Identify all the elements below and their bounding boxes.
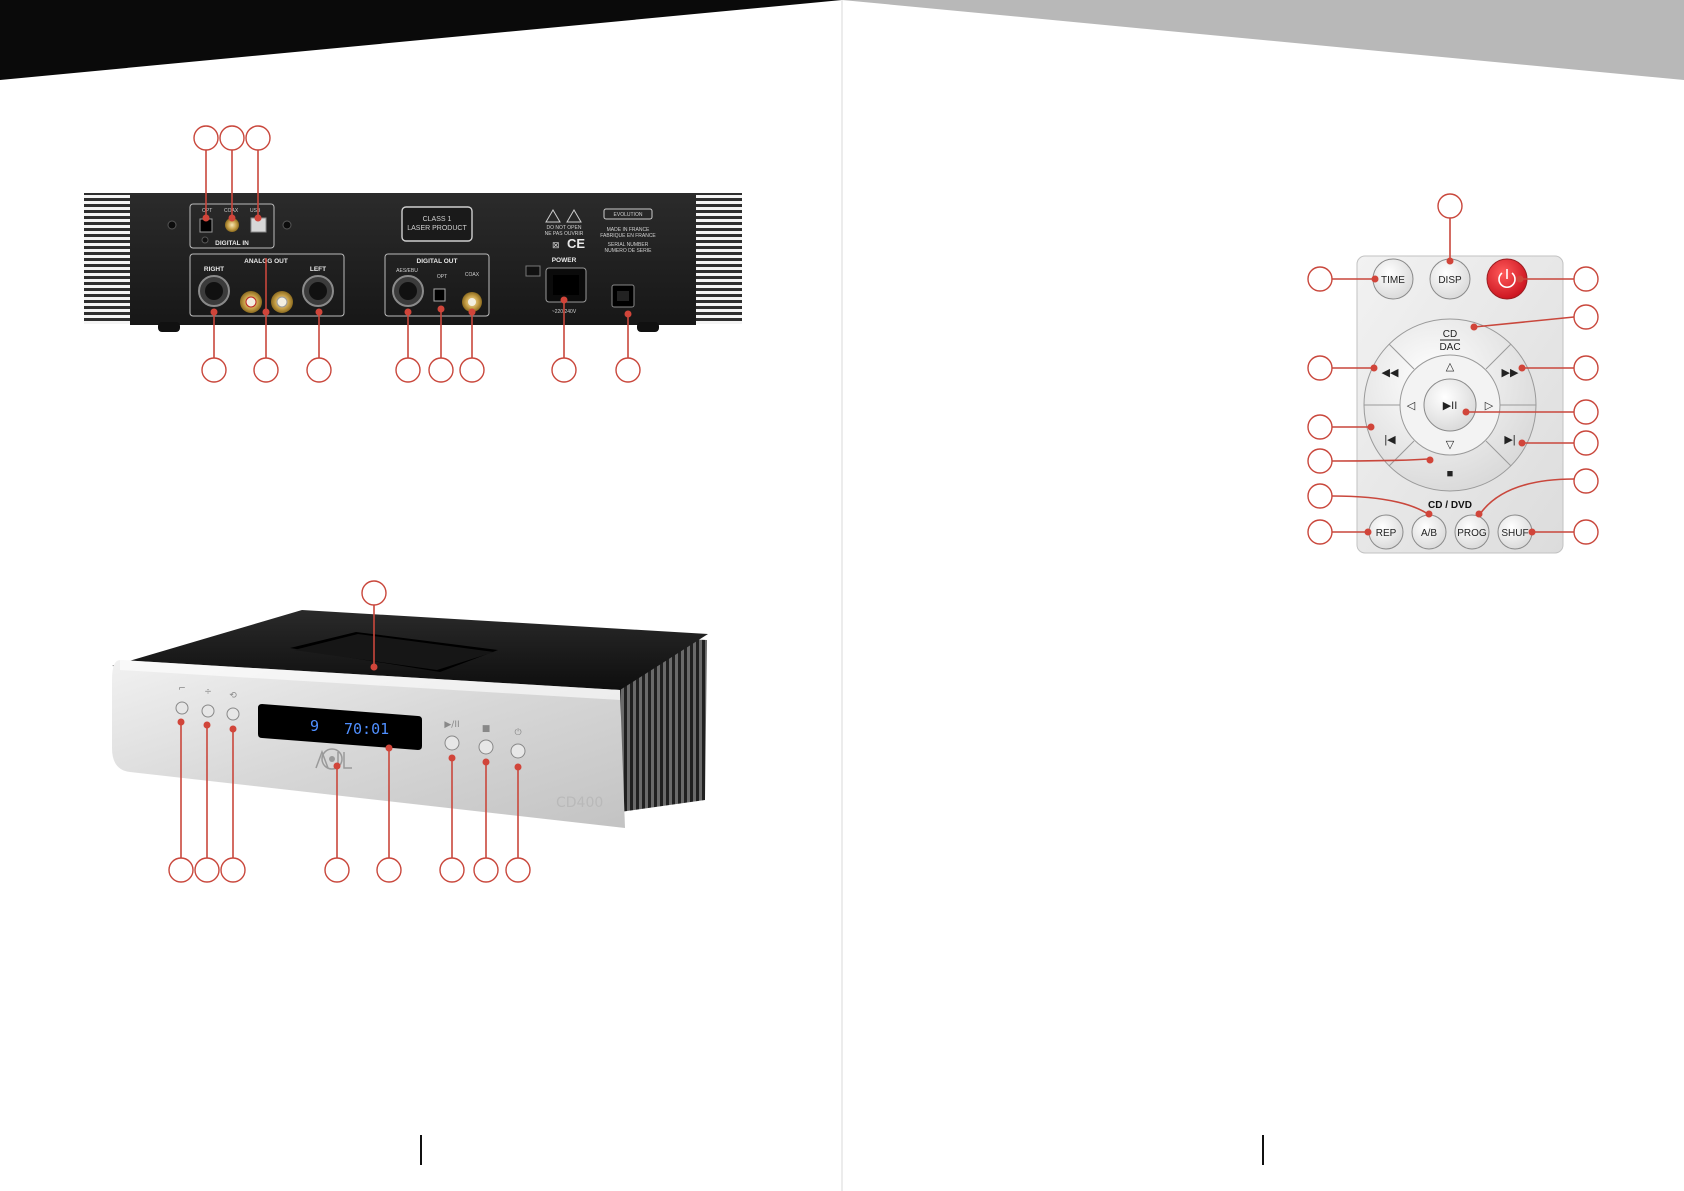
callout-circle (1308, 449, 1332, 473)
front-play-pause-button (445, 736, 459, 750)
up-arrow-icon: △ (1446, 361, 1455, 373)
callout-circle (1574, 431, 1598, 455)
digital-in-opt-label: OPT (202, 208, 212, 214)
svg-text:▶/II: ▶/II (444, 720, 459, 730)
right-arrow-icon: ▷ (1485, 400, 1494, 412)
callout-circle (362, 581, 386, 605)
callout-circle (169, 858, 193, 882)
laser-product-label: CLASS 1 LASER PRODUCT (402, 207, 472, 241)
digital-out-opt-label: OPT (437, 274, 447, 280)
remote-dac-label: DAC (1439, 342, 1460, 353)
remote-control-illustration: TIME DISP CD DAC ◀◀ ▶▶ |◀ ▶| ■ △ ▽ ◁ ▷ (1357, 256, 1563, 553)
optical-output (434, 289, 445, 301)
svg-text:EVOLUTION: EVOLUTION (614, 212, 643, 218)
fast-forward-icon: ▶▶ (1502, 367, 1519, 379)
ce-mark: CE (567, 236, 585, 251)
svg-text:A/B: A/B (1421, 528, 1437, 539)
callout-circle (506, 858, 530, 882)
front-view-illustration: ⌐ ÷ ⟲ 9 70:01 ▶/II ■ ⏻ CD400 (112, 610, 708, 828)
callout-circle (474, 858, 498, 882)
play-pause-icon: ▶II (1443, 400, 1458, 412)
callout-circle (220, 126, 244, 150)
svg-text:NUMERO DE SERIE: NUMERO DE SERIE (605, 248, 653, 254)
analog-out-left-label: LEFT (310, 266, 326, 273)
callout-circle (616, 358, 640, 382)
front-stop-button (479, 740, 493, 754)
digital-out-aes-label: AES/EBU (396, 268, 418, 274)
digital-out-title: DIGITAL OUT (417, 258, 458, 265)
display-time: 70:01 (344, 720, 389, 738)
callout-circle (194, 126, 218, 150)
callout-circle (221, 858, 245, 882)
analog-out-right-label: RIGHT (204, 266, 224, 273)
remote-cd-label: CD (1443, 329, 1457, 340)
next-track-icon: ▶| (1504, 434, 1515, 446)
svg-text:÷: ÷ (204, 687, 212, 697)
rear-panel-illustration: OPT COAX USB DIGITAL IN ANALOG OUT RIGHT… (84, 193, 742, 332)
svg-text:TIME: TIME (1381, 275, 1405, 286)
callout-circle (396, 358, 420, 382)
svg-text:⊠: ⊠ (552, 240, 560, 250)
previous-track-icon: |◀ (1384, 434, 1396, 446)
front-button-1 (176, 702, 188, 714)
svg-text:FABRIQUE EN FRANCE: FABRIQUE EN FRANCE (600, 233, 656, 239)
svg-text:SHUF: SHUF (1501, 528, 1528, 539)
callout-circle (552, 358, 576, 382)
callout-circle (246, 126, 270, 150)
callout-circle (460, 358, 484, 382)
callout-circle (1308, 415, 1332, 439)
rewind-icon: ◀◀ (1382, 367, 1399, 379)
callout-circle (325, 858, 349, 882)
model-name: CD400 (556, 795, 603, 811)
callout-circle (254, 358, 278, 382)
svg-text:⌐: ⌐ (178, 684, 186, 694)
callout-circle (307, 358, 331, 382)
svg-text:■: ■ (482, 724, 491, 734)
callout-circle (1308, 520, 1332, 544)
remote-section-title: CD / DVD (1428, 500, 1472, 511)
callout-circle (1574, 356, 1598, 380)
callout-circle (1438, 194, 1462, 218)
callout-circle (1574, 267, 1598, 291)
svg-text:REP: REP (1376, 528, 1397, 539)
callout-circle (429, 358, 453, 382)
front-power-button (511, 744, 525, 758)
callout-circle (1308, 484, 1332, 508)
stop-icon: ■ (1447, 468, 1454, 480)
callout-circle (1574, 400, 1598, 424)
down-arrow-icon: ▽ (1446, 439, 1455, 451)
power-title: POWER (552, 257, 577, 264)
svg-text:PROG: PROG (1457, 528, 1487, 539)
svg-text:⟲: ⟲ (229, 691, 237, 701)
front-button-2 (202, 705, 214, 717)
display-track: 9 (310, 717, 319, 735)
callout-circle (1574, 469, 1598, 493)
callout-circle (1574, 520, 1598, 544)
front-button-3 (227, 708, 239, 720)
svg-text:⏻: ⏻ (514, 727, 521, 738)
callout-circle (202, 358, 226, 382)
callout-circle (195, 858, 219, 882)
callout-circle (377, 858, 401, 882)
callout-circle (1574, 305, 1598, 329)
svg-text:LASER PRODUCT: LASER PRODUCT (407, 225, 467, 232)
svg-text:DISP: DISP (1438, 275, 1462, 286)
digital-out-coax-label: COAX (465, 272, 480, 278)
left-arrow-icon: ◁ (1407, 400, 1416, 412)
svg-text:CLASS 1: CLASS 1 (423, 216, 452, 223)
callout-circle (440, 858, 464, 882)
digital-in-usb-label: USB (250, 208, 261, 214)
callout-circle (1308, 267, 1332, 291)
callout-circle (1308, 356, 1332, 380)
digital-in-title: DIGITAL IN (215, 240, 249, 247)
